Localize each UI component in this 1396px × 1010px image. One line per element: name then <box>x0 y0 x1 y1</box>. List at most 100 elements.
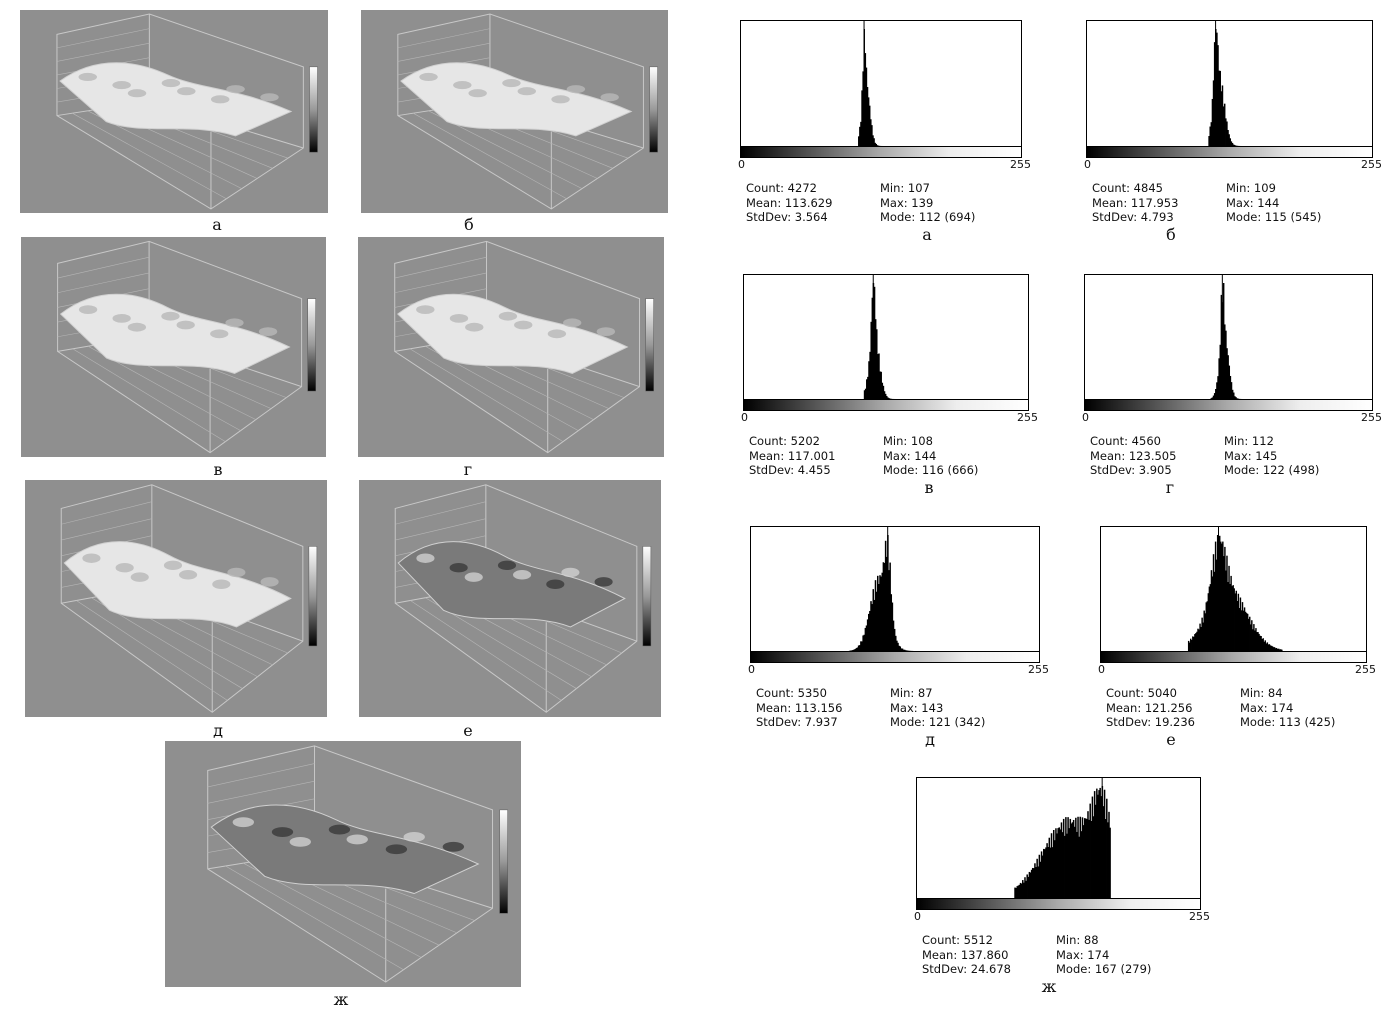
histogram-caption: е <box>1166 730 1176 749</box>
histogram-bar <box>857 645 860 651</box>
caption-g: г <box>463 460 473 479</box>
histogram-bar <box>1278 648 1280 651</box>
histogram-bar <box>892 620 895 651</box>
histogram-bar <box>1076 831 1078 898</box>
stat-mean: Mean: 137.860 <box>922 947 1009 962</box>
histogram-bars <box>848 527 914 651</box>
histogram-bar <box>1061 832 1064 898</box>
histogram-bar <box>1261 639 1263 651</box>
histogram-bar <box>1219 70 1221 146</box>
grayscale-gradient-bar <box>743 399 1029 411</box>
histogram-bar <box>1245 613 1248 651</box>
histogram-bar <box>1210 570 1213 651</box>
histogram-bar <box>866 379 868 399</box>
histogram-bar <box>1071 822 1074 898</box>
histogram-caption: г <box>1165 478 1175 497</box>
axis-min-label: 0 <box>748 663 755 676</box>
stat-min: Min: 84 <box>1240 686 1283 700</box>
histogram-plot-area <box>740 20 1022 147</box>
histogram-bar <box>1055 828 1057 898</box>
histogram-bar <box>1246 613 1249 651</box>
histogram-bar <box>1260 636 1262 651</box>
histogram-bar <box>1108 811 1110 898</box>
histogram-bar <box>876 145 879 146</box>
histogram-bar <box>1252 629 1254 651</box>
histogram-bar <box>1218 358 1220 399</box>
histogram-bar <box>1229 138 1232 146</box>
stat-stddev: StdDev: 7.937 <box>756 715 838 729</box>
histogram-bar <box>1064 835 1066 898</box>
histogram-bar <box>862 71 864 146</box>
histogram-bar <box>1020 883 1023 898</box>
histogram-bar <box>852 649 854 651</box>
histogram-bar <box>1225 118 1227 146</box>
histogram-bar <box>1077 816 1079 898</box>
histogram-bar <box>1104 819 1107 898</box>
histogram-bar <box>1216 32 1218 146</box>
histogram-bar <box>891 602 894 651</box>
caption-d: д <box>213 721 223 740</box>
histogram-bar <box>1215 559 1218 651</box>
histogram-bar <box>1024 877 1026 898</box>
surface-plot-b <box>361 10 668 213</box>
histogram-bar <box>1041 855 1044 898</box>
histogram-bar <box>1217 376 1219 399</box>
histogram-bar <box>1218 70 1220 146</box>
stat-mode: Mode: 121 (342) <box>890 715 986 729</box>
histogram-bar <box>1226 555 1228 651</box>
histogram-bar <box>1281 649 1283 651</box>
histogram-bar <box>880 371 882 399</box>
histogram-bar <box>1031 867 1034 898</box>
histogram-bar <box>1231 142 1234 146</box>
stat-stddev: StdDev: 4.793 <box>1092 210 1174 224</box>
surface-plot-zh <box>165 741 521 987</box>
histogram-bar <box>889 562 891 651</box>
histogram-bar <box>906 650 908 651</box>
histogram-bar <box>866 87 869 146</box>
stat-mode: Mode: 115 (545) <box>1226 210 1322 224</box>
histogram-bar <box>1040 851 1043 898</box>
histogram-bar <box>1233 588 1235 651</box>
histogram-bar <box>877 575 879 651</box>
histogram-bar <box>899 646 902 651</box>
histogram-bar <box>880 576 882 651</box>
histogram-bar <box>1223 103 1226 146</box>
stat-min: Min: 87 <box>890 686 933 700</box>
histogram-bar <box>1062 818 1065 898</box>
histogram-bar <box>1214 541 1217 651</box>
histogram-bar <box>881 572 884 651</box>
grayscale-gradient-bar <box>1084 399 1373 411</box>
histogram-bar <box>872 135 874 146</box>
histogram-bar <box>877 354 879 399</box>
histogram-bar <box>1235 397 1237 399</box>
histogram-bar <box>1257 632 1259 651</box>
histogram-bar <box>1238 608 1241 651</box>
histogram-bar <box>881 382 884 399</box>
histogram-bar <box>1212 395 1215 399</box>
histogram-bar <box>874 319 877 399</box>
histogram-bar <box>1226 348 1228 399</box>
histogram-bar <box>1216 535 1219 651</box>
histogram-bar <box>1215 388 1217 399</box>
axis-min-label: 0 <box>1084 158 1091 171</box>
caption-zh: ж <box>333 990 349 1009</box>
surface-render <box>394 484 652 713</box>
histogram-bar <box>1052 830 1055 898</box>
histogram-bar <box>1102 806 1105 898</box>
histogram-bar <box>893 628 896 651</box>
histogram-bar <box>1269 645 1272 651</box>
histogram-bar <box>1211 576 1214 651</box>
histogram-bar <box>856 647 859 651</box>
histogram-bar <box>1229 375 1232 399</box>
histogram-bar <box>1240 610 1243 651</box>
histogram-bar <box>1028 871 1031 898</box>
histogram-bar <box>1196 631 1198 651</box>
histogram-bar <box>1221 85 1224 146</box>
histogram-bar <box>1251 620 1253 651</box>
histogram-bar <box>874 142 876 146</box>
histogram-bar <box>1262 638 1264 651</box>
